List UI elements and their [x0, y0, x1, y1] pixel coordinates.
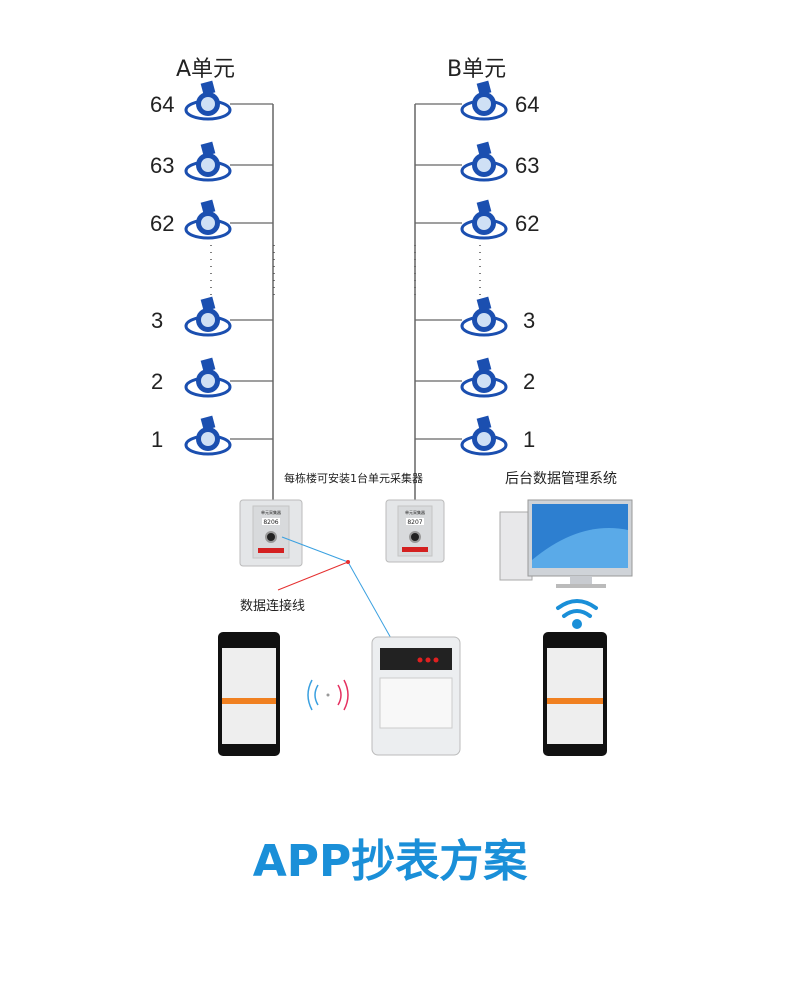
- water-meter-a-64: [184, 80, 232, 121]
- collector-note: 每栋楼可安装1台单元采集器: [284, 471, 423, 485]
- collector-a-name: 单元采集器: [261, 509, 281, 515]
- signal-icon: [307, 679, 349, 711]
- water-meter-a-62: [184, 199, 232, 240]
- water-meter-a-63: [184, 141, 232, 182]
- cable-pointer: [277, 561, 349, 591]
- computer-icon: [499, 499, 633, 588]
- water-meter-a-2: [184, 357, 232, 398]
- meter-number: 2: [151, 369, 163, 394]
- port-icon: [265, 531, 277, 543]
- wifi-icon: [556, 599, 598, 629]
- collector-a-id: 8206: [263, 519, 278, 526]
- cable-label: 数据连接线: [240, 598, 305, 614]
- water-meter-b-2: [460, 357, 508, 398]
- meter-number: 62: [150, 211, 174, 236]
- cable-blue: [281, 536, 349, 563]
- meter-number: 3: [151, 308, 163, 333]
- phone-left: [218, 632, 280, 756]
- meter-number: 63: [515, 153, 539, 178]
- collector-b: 单元采集器 8207: [385, 499, 445, 563]
- unit-b-label: B单元: [447, 57, 506, 82]
- water-meter-b-63: [460, 141, 508, 182]
- unit-a-label: A单元: [176, 57, 235, 82]
- meter-number: 2: [523, 369, 535, 394]
- meter-number: 64: [150, 92, 174, 117]
- water-meter-b-64: [460, 80, 508, 121]
- handheld-reader: [371, 636, 461, 756]
- meter-number: 1: [151, 427, 163, 452]
- water-meter-a-1: [184, 415, 232, 456]
- port-icon: [409, 531, 421, 543]
- meter-number: 62: [515, 211, 539, 236]
- backend-label: 后台数据管理系统: [505, 471, 617, 487]
- meter-number: 3: [523, 308, 535, 333]
- water-meter-b-1: [460, 415, 508, 456]
- page-title: APP抄表方案: [253, 836, 529, 887]
- water-meter-b-3: [460, 296, 508, 337]
- phone-right: [543, 632, 607, 756]
- meter-number: 64: [515, 92, 539, 117]
- collector-a: 单元采集器 8206: [239, 499, 303, 567]
- water-meter-a-3: [184, 296, 232, 337]
- water-meter-b-62: [460, 199, 508, 240]
- meter-number: 63: [150, 153, 174, 178]
- collector-b-id: 8207: [407, 519, 422, 526]
- meter-number: 1: [523, 427, 535, 452]
- collector-b-name: 单元采集器: [405, 509, 425, 515]
